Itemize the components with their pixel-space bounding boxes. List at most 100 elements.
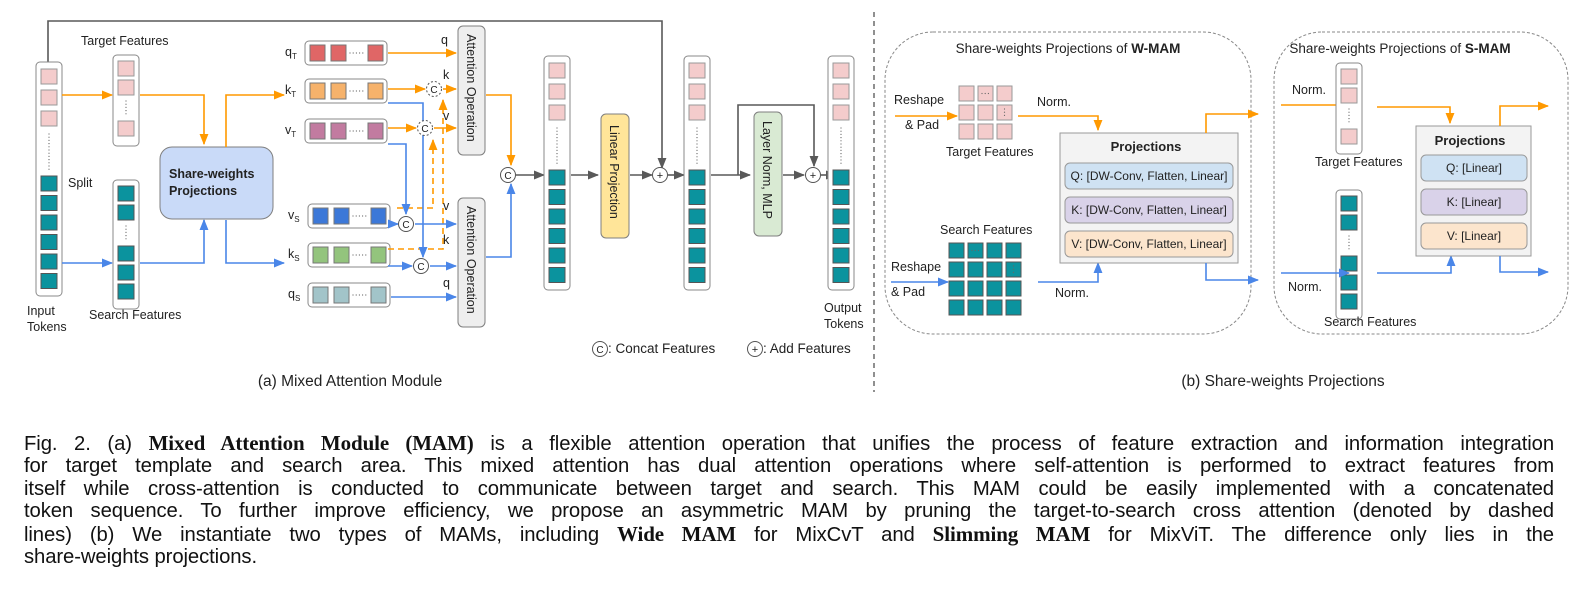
ellipsis-dot xyxy=(984,92,986,95)
svg-text:C: C xyxy=(596,345,603,356)
ellipsis-dot xyxy=(696,162,698,164)
row-token xyxy=(333,246,350,264)
ellipsis-dot xyxy=(1348,235,1350,237)
row-token xyxy=(370,286,387,304)
panel-a-caption: (a) Mixed Attention Module xyxy=(258,373,442,390)
feature-token xyxy=(1340,293,1358,310)
ellipsis-dot xyxy=(974,249,976,252)
ellipsis-dot xyxy=(358,215,360,217)
grid-token xyxy=(958,104,975,121)
ellipsis-dot xyxy=(358,294,360,296)
search-token xyxy=(40,273,58,289)
search-token xyxy=(688,189,706,205)
s-mam-target-output-arrow xyxy=(1499,101,1550,126)
search-token xyxy=(688,247,706,264)
caption-text: for target template and search area. Thi… xyxy=(24,455,1554,478)
panel-b: Share-weights Projections of W-MAM Resha… xyxy=(884,31,1569,390)
k-label-target: k xyxy=(443,68,450,82)
linear-projection-label: Linear Projection xyxy=(607,125,621,219)
ellipsis-dot xyxy=(359,90,361,92)
output-tokens-label-2: Tokens xyxy=(824,317,864,331)
ellipsis-dot xyxy=(977,249,980,252)
s-mam-search-output-arrow xyxy=(1499,256,1550,277)
ellipsis-dot xyxy=(352,52,354,54)
s-mam-search-column xyxy=(1335,189,1363,320)
ellipsis-dot xyxy=(556,143,558,145)
search-token xyxy=(832,228,850,244)
ellipsis-dot xyxy=(48,146,50,148)
ellipsis-dot xyxy=(556,153,558,155)
target-token xyxy=(548,62,566,79)
v-label-search: v xyxy=(443,199,450,213)
ellipsis-dot xyxy=(48,149,50,151)
attn-search-to-concat xyxy=(486,182,516,258)
target-token xyxy=(40,68,58,85)
w-mam-target-output-arrow xyxy=(1205,109,1260,133)
svg-text:+: + xyxy=(810,170,816,182)
vT-to-vS-arrow xyxy=(388,143,411,216)
ellipsis-dot xyxy=(696,156,698,158)
grid-token xyxy=(948,242,965,259)
ellipsis-dot xyxy=(1348,114,1350,116)
ellipsis-dot xyxy=(696,149,698,151)
grid-token xyxy=(948,299,965,316)
panel-a: Input Tokens Split Target Features Searc… xyxy=(27,20,864,390)
w-mam-title: Share-weights Projections of W-MAM xyxy=(956,41,1181,56)
layer-norm-mlp-box xyxy=(753,111,783,237)
ellipsis-dot xyxy=(840,130,842,132)
caption-text: lines) (b) We instantiate two types of M… xyxy=(24,523,617,546)
ellipsis-dot xyxy=(556,156,558,158)
svg-text:V: [DW-Conv, Flatten, Linear]: V: [DW-Conv, Flatten, Linear] xyxy=(1071,237,1226,251)
ellipsis-dot xyxy=(1003,114,1006,116)
row-label-vT: vT xyxy=(285,123,296,139)
ellipsis-dot xyxy=(696,130,698,132)
ellipsis-dot xyxy=(352,294,354,296)
ellipsis-dot xyxy=(556,162,558,164)
concat-node-vS: C xyxy=(398,216,414,232)
ellipsis-dot xyxy=(48,162,50,164)
attention-operation-search-box xyxy=(457,197,486,328)
caption-text: token sequence. To further improve effic… xyxy=(24,500,1554,523)
w-mam-container xyxy=(884,31,1252,335)
target-features-column xyxy=(112,54,140,147)
add-node-2: + xyxy=(805,167,821,183)
ellipsis-dot xyxy=(125,225,127,227)
concat-node-vT: C xyxy=(417,120,433,136)
attention-operation-search-label: Attention Operation xyxy=(464,206,478,314)
ellipsis-dot xyxy=(349,130,351,132)
ellipsis-dot xyxy=(355,294,357,296)
row-label-qT: qT xyxy=(285,45,297,61)
target-token xyxy=(688,104,706,121)
search-token xyxy=(548,267,566,283)
w-mam-target-to-proj-arrow xyxy=(1018,115,1103,132)
row-token xyxy=(330,122,347,140)
w-mam-target-grid xyxy=(958,85,1013,140)
kT-to-kS-arrow xyxy=(388,102,428,259)
feature-token xyxy=(117,245,135,262)
target-token xyxy=(548,83,566,100)
svg-text:Q: [Linear]: Q: [Linear] xyxy=(1446,161,1502,175)
concat-legend-icon xyxy=(592,341,608,357)
row-label-kT: kT xyxy=(285,83,296,99)
search-token xyxy=(832,189,850,205)
row-token xyxy=(309,82,326,100)
caption-line: Fig. 2. (a) Mixed Attention Module (MAM)… xyxy=(24,432,1554,455)
s-mam-target-column xyxy=(1335,62,1363,155)
target-token xyxy=(688,62,706,79)
grid-token xyxy=(1005,280,1022,297)
ellipsis-dot xyxy=(362,90,364,92)
row-token xyxy=(309,44,326,62)
ellipsis-dot xyxy=(355,254,357,256)
ellipsis-dot xyxy=(355,215,357,217)
ellipsis-dot xyxy=(840,156,842,158)
row-label-vS: vS xyxy=(288,208,300,224)
w-mam-search-output-arrow xyxy=(1205,263,1260,285)
w-mam-k-projection xyxy=(1064,196,1234,224)
ellipsis-dot xyxy=(125,228,127,230)
ellipsis-dot xyxy=(125,106,127,108)
share-weights-projections-box xyxy=(159,146,274,220)
attention-operation-target-box xyxy=(457,25,486,156)
search-token xyxy=(40,195,58,211)
ellipsis-dot xyxy=(1348,245,1350,247)
ellipsis-dot xyxy=(840,149,842,151)
